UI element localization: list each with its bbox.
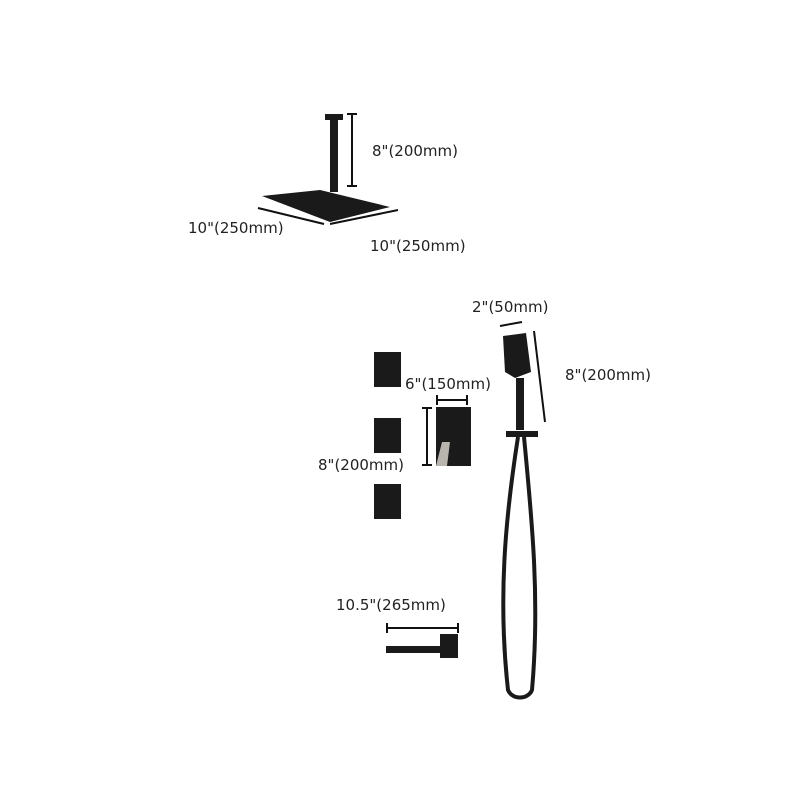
hand-shower-width-label: 2"(50mm) <box>472 298 549 316</box>
valve-height-label: 8"(200mm) <box>318 456 405 474</box>
dimension-lines-hand-shower <box>499 321 546 423</box>
dimension-lines-valve <box>422 395 468 466</box>
rain-head-height-label: 8"(200mm) <box>372 142 459 160</box>
rain-head-width-left-label: 10"(250mm) <box>188 219 284 237</box>
dimension-lines-spout <box>386 623 459 633</box>
hand-shower <box>501 333 538 700</box>
dimension-lines-rain-head <box>257 113 399 225</box>
valve-width-label: 6"(150mm) <box>405 375 492 393</box>
body-jets <box>374 352 401 519</box>
spout-length-label: 10.5"(265mm) <box>336 596 446 614</box>
rain-head-width-right-label: 10"(250mm) <box>370 237 466 255</box>
mixing-valve <box>436 407 471 466</box>
hand-shower-length-label: 8"(200mm) <box>565 366 652 384</box>
rain-shower-head <box>262 114 390 222</box>
tub-spout <box>386 634 458 658</box>
